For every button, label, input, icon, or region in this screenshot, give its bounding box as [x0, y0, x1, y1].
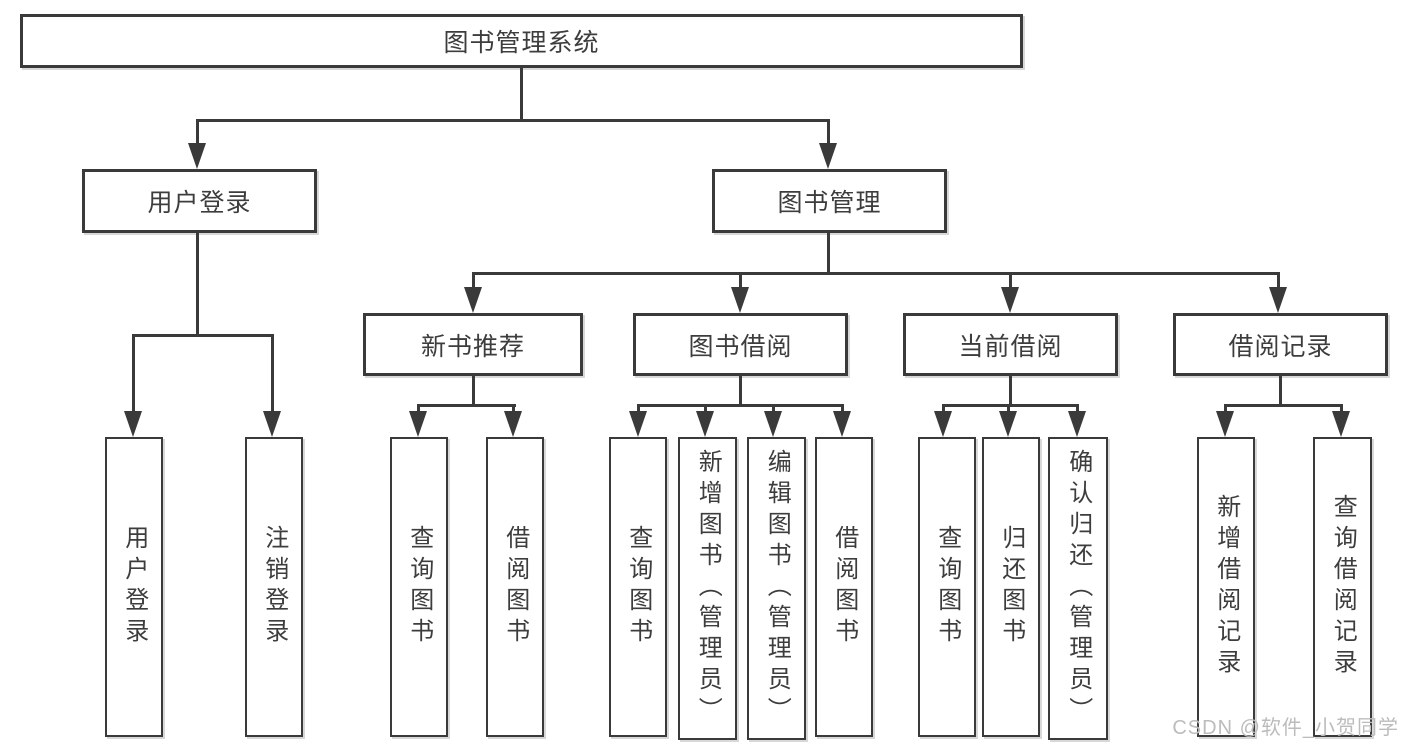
arrowhead-bookborrow-leaf-1: [629, 411, 647, 437]
leaf-currentborrow-query: 查询图书: [918, 437, 976, 737]
leaf-newbooks-borrow-label: 借阅图书: [501, 525, 529, 649]
leaf-bookborrow-edit: 编辑图书（管理员）: [747, 437, 806, 740]
leaf-newbooks-query-label: 查询图书: [405, 525, 433, 649]
connector-bookborrow-hline: [637, 404, 844, 407]
leaf-records-query: 查询借阅记录: [1313, 437, 1372, 737]
connector-root-trunk: [520, 67, 523, 121]
connector-newbooks-hline: [417, 404, 516, 407]
leaf-user-login-label: 用户登录: [120, 525, 148, 649]
connector-currentborrow-drop-3: [1076, 404, 1079, 416]
leaf-currentborrow-return-label: 归还图书: [997, 525, 1025, 649]
leaf-currentborrow-confirm-label: 确认归还（管理员）: [1064, 449, 1092, 728]
leaf-bookborrow-add-label: 新增图书（管理员）: [694, 449, 722, 728]
arrowhead-newbooks-leaf-1: [409, 411, 427, 437]
arrowhead-leaf-user-login: [124, 411, 142, 437]
node-book-borrow: 图书借阅: [633, 313, 848, 376]
arrowhead-borrowrecords-leaf-1: [1216, 411, 1234, 437]
connector-currentborrow-trunk: [1009, 376, 1012, 407]
leaf-bookborrow-query: 查询图书: [609, 437, 667, 737]
connector-bookborrow-drop-3: [772, 404, 775, 416]
connector-root-drop-left: [196, 119, 199, 149]
leaf-records-query-label: 查询借阅记录: [1329, 494, 1357, 680]
connector-userlogin-drop-1: [132, 334, 135, 414]
node-user-login-label: 用户登录: [147, 189, 252, 217]
node-borrow-records: 借阅记录: [1173, 313, 1388, 376]
arrowhead-book-borrow: [731, 287, 749, 313]
connector-borrowrecords-trunk: [1279, 376, 1282, 407]
leaf-currentborrow-confirm: 确认归还（管理员）: [1048, 437, 1108, 740]
connector-bookborrow-drop-2: [704, 404, 707, 416]
node-current-borrow-label: 当前借阅: [958, 332, 1063, 361]
arrowhead-user-login: [188, 143, 206, 169]
arrowhead-current-borrow: [1001, 287, 1019, 313]
leaf-user-login: 用户登录: [105, 437, 163, 737]
node-book-mgmt: 图书管理: [712, 169, 947, 233]
node-borrow-records-label: 借阅记录: [1228, 332, 1333, 361]
leaf-logout-label: 注销登录: [260, 525, 288, 649]
connector-userlogin-trunk: [196, 233, 199, 336]
connector-bookmgmt-drop-3: [1009, 272, 1012, 292]
node-root-label: 图书管理系统: [443, 29, 600, 57]
connector-currentborrow-hline: [942, 404, 1079, 407]
node-user-login: 用户登录: [82, 169, 317, 233]
leaf-newbooks-borrow: 借阅图书: [486, 437, 544, 737]
arrowhead-new-books: [464, 287, 482, 313]
node-new-books-label: 新书推荐: [420, 332, 525, 361]
connector-newbooks-drop-2: [512, 404, 515, 416]
leaf-records-add-label: 新增借阅记录: [1212, 494, 1240, 680]
leaf-logout: 注销登录: [245, 437, 303, 737]
connector-bookmgmt-drop-2: [739, 272, 742, 292]
connector-root-drop-right: [827, 119, 830, 149]
leaf-currentborrow-return: 归还图书: [982, 437, 1040, 737]
leaf-bookborrow-borrow-label: 借阅图书: [830, 525, 858, 649]
connector-userlogin-drop-2: [271, 334, 274, 414]
connector-borrowrecords-hline: [1224, 404, 1343, 407]
arrowhead-currentborrow-leaf-1: [934, 411, 952, 437]
csdn-watermark: CSDN @软件_小贺同学: [1172, 717, 1399, 739]
connector-currentborrow-drop-2: [1007, 404, 1010, 416]
connector-newbooks-drop-1: [417, 404, 420, 416]
arrowhead-borrowrecords-leaf-2: [1332, 411, 1350, 437]
node-root: 图书管理系统: [20, 14, 1023, 68]
connector-bookmgmt-hline: [472, 272, 1280, 275]
leaf-bookborrow-add: 新增图书（管理员）: [678, 437, 737, 740]
node-new-books: 新书推荐: [363, 313, 583, 376]
connector-currentborrow-drop-1: [942, 404, 945, 416]
leaf-newbooks-query: 查询图书: [390, 437, 448, 737]
arrowhead-bookborrow-leaf-4: [833, 411, 851, 437]
arrowhead-currentborrow-leaf-3: [1068, 411, 1086, 437]
connector-newbooks-trunk: [472, 376, 475, 407]
arrowhead-book-mgmt: [819, 143, 837, 169]
arrowhead-newbooks-leaf-2: [504, 411, 522, 437]
connector-bookmgmt-drop-1: [472, 272, 475, 292]
connector-bookmgmt-trunk: [827, 233, 830, 275]
connector-bookborrow-trunk: [739, 376, 742, 407]
connector-bookborrow-drop-1: [637, 404, 640, 416]
connector-bookmgmt-drop-4: [1277, 272, 1280, 292]
leaf-bookborrow-query-label: 查询图书: [624, 525, 652, 649]
connector-bookborrow-drop-4: [841, 404, 844, 416]
connector-root-hline: [196, 119, 830, 122]
leaf-bookborrow-borrow: 借阅图书: [815, 437, 873, 737]
connector-borrowrecords-drop-1: [1224, 404, 1227, 416]
leaf-currentborrow-query-label: 查询图书: [933, 525, 961, 649]
arrowhead-leaf-logout: [263, 411, 281, 437]
arrowhead-currentborrow-leaf-2: [999, 411, 1017, 437]
connector-borrowrecords-drop-2: [1340, 404, 1343, 416]
leaf-records-add: 新增借阅记录: [1197, 437, 1255, 737]
arrowhead-bookborrow-leaf-2: [696, 411, 714, 437]
connector-userlogin-hline: [132, 334, 274, 337]
node-current-borrow: 当前借阅: [903, 313, 1118, 376]
leaf-bookborrow-edit-label: 编辑图书（管理员）: [763, 449, 791, 728]
arrowhead-bookborrow-leaf-3: [764, 411, 782, 437]
node-book-borrow-label: 图书借阅: [688, 332, 793, 361]
node-book-mgmt-label: 图书管理: [777, 189, 882, 217]
arrowhead-borrow-records: [1269, 287, 1287, 313]
